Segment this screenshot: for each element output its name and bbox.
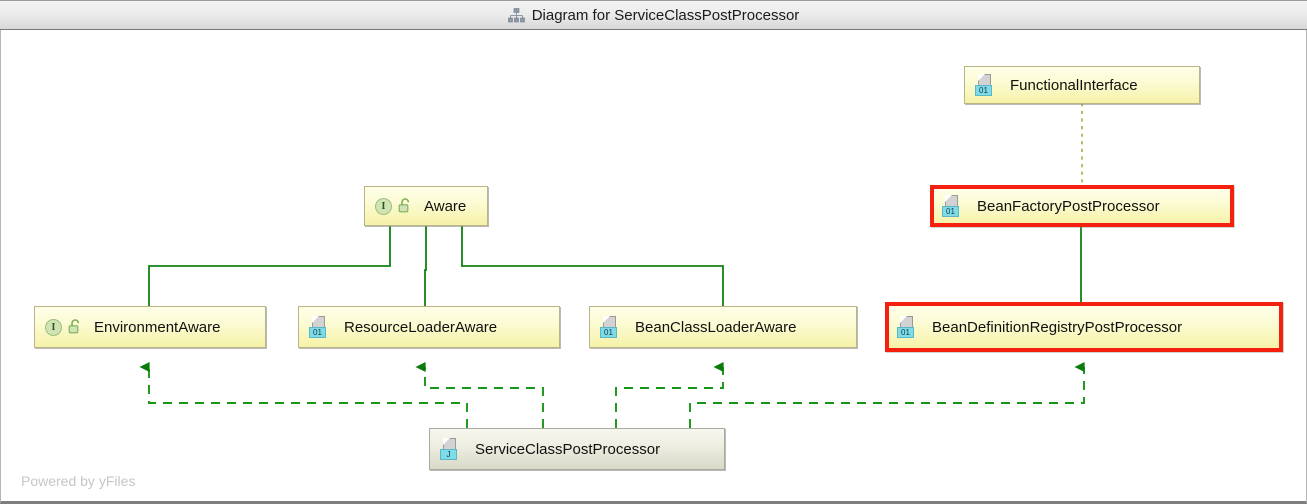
titlebar-content: Diagram for ServiceClassPostProcessor bbox=[507, 6, 800, 24]
hierarchy-icon bbox=[507, 7, 525, 23]
node-label: FunctionalInterface bbox=[1010, 76, 1138, 94]
annotation-icon: 01 bbox=[600, 316, 624, 338]
unlock-icon bbox=[398, 196, 413, 216]
node-label: ResourceLoaderAware bbox=[344, 318, 498, 336]
node-environment-aware[interactable]: I EnvironmentAware bbox=[34, 306, 266, 348]
icon-badge: 01 bbox=[975, 85, 992, 96]
edge-scpp-to-resource-loader-aware bbox=[415, 362, 544, 428]
icon-badge: 01 bbox=[942, 206, 959, 217]
icon-badge: 01 bbox=[309, 327, 326, 338]
node-bean-class-loader-aware[interactable]: 01 BeanClassLoaderAware bbox=[589, 306, 857, 348]
node-aware[interactable]: I Aware bbox=[364, 186, 488, 226]
edge-scpp-to-bean-class-loader-aware bbox=[615, 362, 724, 428]
page-fold bbox=[443, 438, 450, 445]
annotation-icon: 01 bbox=[309, 316, 333, 338]
icon-badge: J bbox=[440, 449, 457, 460]
node-label: Aware bbox=[424, 197, 467, 215]
page-fold bbox=[945, 195, 952, 202]
interface-icon: I bbox=[375, 196, 395, 216]
annotation-icon: 01 bbox=[897, 316, 921, 338]
icon-badge: 01 bbox=[600, 327, 617, 338]
window-titlebar: Diagram for ServiceClassPostProcessor bbox=[0, 0, 1307, 30]
class-icon: J bbox=[440, 438, 464, 460]
interface-icon: I bbox=[45, 317, 65, 337]
yfiles-watermark: Powered by yFiles bbox=[21, 473, 136, 489]
edge-environment-aware-to-aware bbox=[148, 215, 391, 306]
interface-badge: I bbox=[375, 198, 392, 215]
node-label: ServiceClassPostProcessor bbox=[475, 440, 661, 458]
node-label: BeanDefinitionRegistryPostProcessor bbox=[932, 318, 1183, 336]
unlock-icon bbox=[68, 317, 83, 337]
edge-bean-class-loader-aware-to-aware bbox=[452, 215, 724, 306]
node-bean-factory-post-processor[interactable]: 01 BeanFactoryPostProcessor bbox=[930, 185, 1234, 227]
node-resource-loader-aware[interactable]: 01 ResourceLoaderAware bbox=[298, 306, 560, 348]
node-label: EnvironmentAware bbox=[94, 318, 221, 336]
annotation-icon: 01 bbox=[975, 74, 999, 96]
annotation-icon: 01 bbox=[942, 195, 966, 217]
node-label: BeanClassLoaderAware bbox=[635, 318, 797, 336]
page-fold bbox=[978, 74, 985, 81]
window-title: Diagram for ServiceClassPostProcessor bbox=[531, 6, 800, 24]
node-service-class-post-processor[interactable]: J ServiceClassPostProcessor bbox=[429, 428, 725, 470]
page-fold bbox=[312, 316, 319, 323]
edge-scpp-to-bdrpp bbox=[689, 362, 1085, 428]
node-label: BeanFactoryPostProcessor bbox=[977, 197, 1160, 215]
page-fold bbox=[603, 316, 610, 323]
node-functional-interface[interactable]: 01 FunctionalInterface bbox=[964, 66, 1200, 104]
interface-badge: I bbox=[45, 319, 62, 336]
page-fold bbox=[900, 316, 907, 323]
edge-scpp-to-environment-aware-path bbox=[139, 362, 468, 428]
edge-resource-loader-aware-to-aware bbox=[416, 215, 427, 306]
node-bean-definition-registry-post-processor[interactable]: 01 BeanDefinitionRegistryPostProcessor bbox=[885, 302, 1283, 352]
icon-badge: 01 bbox=[897, 327, 914, 338]
